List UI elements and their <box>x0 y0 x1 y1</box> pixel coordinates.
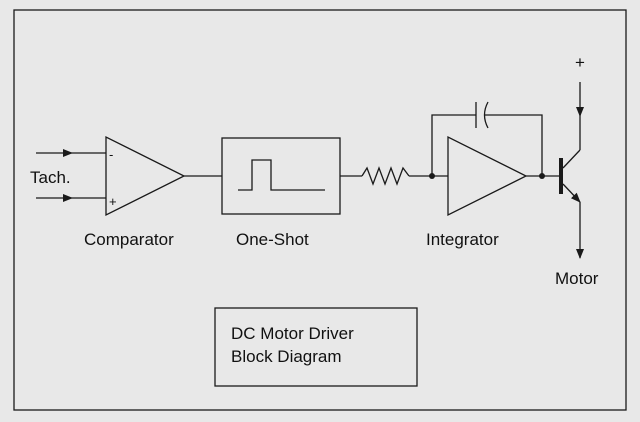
comparator-label: Comparator <box>84 230 174 249</box>
integrator-label: Integrator <box>426 230 499 249</box>
one-shot-pulse-icon <box>238 159 325 191</box>
feedback-wire-left <box>431 114 476 176</box>
feedback-wire-right <box>484 114 543 176</box>
caption-line-1: DC Motor Driver <box>231 324 354 343</box>
junction-dot-output <box>539 173 545 179</box>
caption-line-2: Block Diagram <box>231 347 342 366</box>
transistor-emitter <box>562 183 581 203</box>
resistor-symbol <box>361 166 410 186</box>
integrator-symbol <box>447 135 528 217</box>
one-shot-label: One-Shot <box>236 230 309 249</box>
supply-plus-sign: + <box>575 53 585 72</box>
transistor-collector <box>562 149 581 169</box>
outer-frame <box>13 9 627 411</box>
caption-box <box>214 307 418 387</box>
motor-label: Motor <box>555 269 599 288</box>
comparator-minus-sign: - <box>109 147 113 162</box>
tach-label: Tach. <box>30 168 71 187</box>
one-shot-block <box>221 137 341 215</box>
comparator-plus-sign: + <box>109 194 117 209</box>
comparator-symbol <box>105 135 186 217</box>
